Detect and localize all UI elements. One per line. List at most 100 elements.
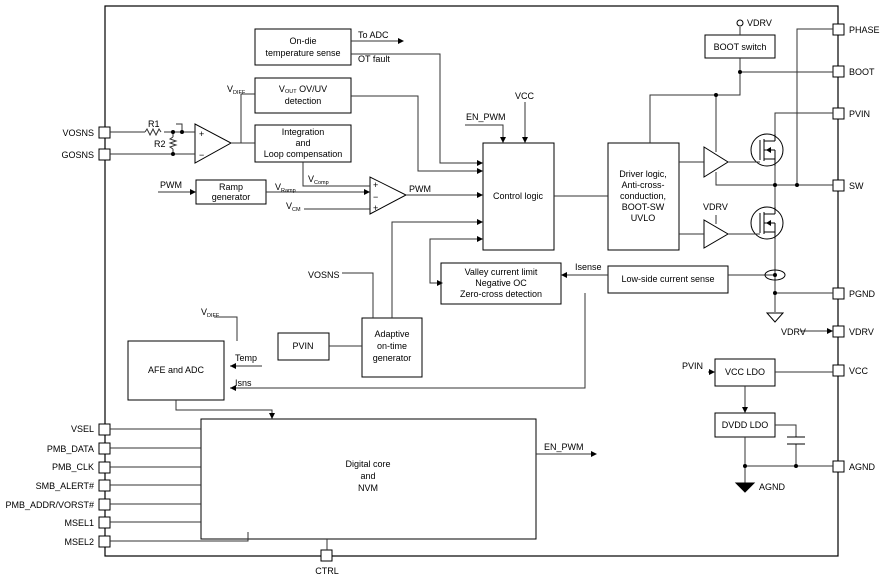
pin-label-pvin: PVIN — [849, 109, 870, 119]
pin-msel1[interactable]: MSEL1 — [64, 516, 111, 529]
pin-vsel[interactable]: VSEL — [71, 423, 111, 436]
svg-text:Control logic: Control logic — [493, 191, 544, 201]
pin-label-pgnd: PGND — [849, 289, 876, 299]
label-vcc-top: VCC — [515, 91, 535, 101]
svg-text:+: + — [373, 180, 378, 190]
svg-text:Zero-cross detection: Zero-cross detection — [460, 289, 542, 299]
pwm-comparator: + − + — [369, 176, 408, 215]
pin-smb-alert[interactable]: SMB_ALERT# — [36, 479, 111, 492]
pin-label-phase: PHASE — [849, 25, 880, 35]
label-temp: Temp — [235, 353, 257, 363]
svg-text:and: and — [295, 138, 310, 148]
label-isns: Isns — [235, 378, 252, 388]
arrowheads — [190, 38, 748, 457]
pin-agnd[interactable]: AGND — [832, 460, 876, 473]
pin-vdrv[interactable]: VDRV — [832, 325, 874, 338]
pin-phase[interactable]: PHASE — [832, 23, 880, 36]
pin-vosns[interactable]: VOSNS — [62, 126, 111, 139]
pin-pmb-clk[interactable]: PMB_CLK — [52, 461, 111, 474]
pin-boot[interactable]: BOOT — [832, 65, 875, 78]
svg-text:DVDD LDO: DVDD LDO — [722, 420, 769, 430]
svg-text:AFE and ADC: AFE and ADC — [148, 365, 205, 375]
pin-label-sw: SW — [849, 181, 864, 191]
pin-label-msel2: MSEL2 — [64, 537, 94, 547]
svg-text:generator: generator — [212, 192, 251, 202]
svg-text:detection: detection — [285, 96, 322, 106]
pin-msel2[interactable]: MSEL2 — [64, 535, 111, 548]
high-side-mosfet-icon — [750, 133, 784, 167]
low-side-mosfet-icon — [750, 206, 784, 240]
label-r2: R2 — [154, 139, 166, 149]
svg-text:On-die: On-die — [289, 36, 316, 46]
label-vcomp: VComp — [308, 174, 329, 186]
svg-text:and: and — [360, 471, 375, 481]
vdrv-terminal-icon — [736, 19, 744, 27]
svg-text:Valley current limit: Valley current limit — [465, 267, 538, 277]
label-vcm: VCM — [286, 201, 301, 213]
difference-amplifier: + − — [194, 123, 233, 164]
pin-label-msel1: MSEL1 — [64, 518, 94, 528]
svg-text:BOOT switch: BOOT switch — [714, 42, 767, 52]
svg-text:VOUT OV/UV: VOUT OV/UV — [279, 84, 327, 95]
label-vdrv-pin-input: VDRV — [781, 327, 806, 337]
label-vdiff: VDIFF — [227, 84, 246, 96]
temperature-sense-block: On-die temperature sense — [254, 28, 352, 66]
svg-text:Integration: Integration — [282, 127, 325, 137]
driver-logic-block: Driver logic, Anti-cross- conduction, BO… — [607, 142, 680, 251]
pin-label-agnd: AGND — [849, 462, 876, 472]
pin-label-gosns: GOSNS — [61, 150, 94, 160]
low-side-current-sense-block: Low-side current sense — [607, 265, 729, 294]
svg-text:Driver logic,: Driver logic, — [619, 169, 667, 179]
boot-switch-block: BOOT switch — [704, 34, 776, 59]
pin-pvin[interactable]: PVIN — [832, 107, 870, 120]
pin-pmb-addr[interactable]: PMB_ADDR/VORST# — [5, 498, 111, 511]
pin-label-ctrl: CTRL — [315, 566, 339, 576]
pin-pmb-data[interactable]: PMB_DATA — [47, 442, 111, 455]
svg-text:BOOT-SW: BOOT-SW — [622, 202, 665, 212]
pin-ctrl[interactable]: CTRL — [315, 549, 339, 576]
label-agnd-ground: AGND — [759, 482, 786, 492]
svg-text:conduction,: conduction, — [620, 191, 666, 201]
label-pwm-in: PWM — [160, 180, 182, 190]
chip-outline — [104, 5, 839, 557]
svg-text:Low-side current sense: Low-side current sense — [621, 274, 714, 284]
svg-text:Ramp: Ramp — [219, 182, 243, 192]
valley-current-limit-block: Valley current limit Negative OC Zero-cr… — [440, 262, 562, 305]
agnd-ground-icon — [734, 482, 756, 493]
pin-vcc[interactable]: VCC — [832, 364, 869, 377]
label-to-adc: To ADC — [358, 30, 389, 40]
pin-sw[interactable]: SW — [832, 179, 864, 192]
digital-core-block: Digital core and NVM — [200, 418, 537, 540]
svg-text:on-time: on-time — [377, 341, 407, 351]
pin-pgnd[interactable]: PGND — [832, 287, 876, 300]
label-r1: R1 — [148, 119, 160, 129]
low-side-driver-buffer — [703, 219, 729, 249]
decoupling-capacitor-icon — [787, 436, 805, 445]
svg-text:−: − — [199, 150, 204, 160]
pin-label-vcc: VCC — [849, 366, 869, 376]
label-pvin-ldo: PVIN — [682, 361, 703, 371]
svg-text:UVLO: UVLO — [631, 213, 656, 223]
pin-gosns[interactable]: GOSNS — [61, 148, 111, 161]
label-isense: Isense — [575, 262, 602, 272]
svg-text:Negative OC: Negative OC — [475, 278, 527, 288]
label-en-pwm-in: EN_PWM — [466, 112, 506, 122]
adaptive-on-time-block: Adaptive on-time generator — [361, 317, 423, 378]
svg-text:+: + — [373, 203, 378, 213]
label-vramp: VRamp — [275, 182, 296, 194]
label-vosns-int: VOSNS — [308, 270, 340, 280]
pvin-block: PVIN — [277, 332, 330, 361]
svg-text:+: + — [199, 129, 204, 139]
current-sense-loop-icon — [764, 269, 786, 281]
pin-label-vsel: VSEL — [71, 424, 94, 434]
pin-label-pmb-addr: PMB_ADDR/VORST# — [5, 500, 94, 510]
label-ot-fault: OT fault — [358, 54, 390, 64]
svg-text:generator: generator — [373, 353, 412, 363]
svg-text:−: − — [373, 192, 378, 202]
label-vdrv-top: VDRV — [747, 18, 772, 28]
pin-label-pmb-clk: PMB_CLK — [52, 462, 94, 472]
vcc-ldo-block: VCC LDO — [714, 358, 776, 387]
vdrv-pin-arrow — [827, 328, 833, 334]
control-logic-block: Control logic — [482, 142, 555, 251]
